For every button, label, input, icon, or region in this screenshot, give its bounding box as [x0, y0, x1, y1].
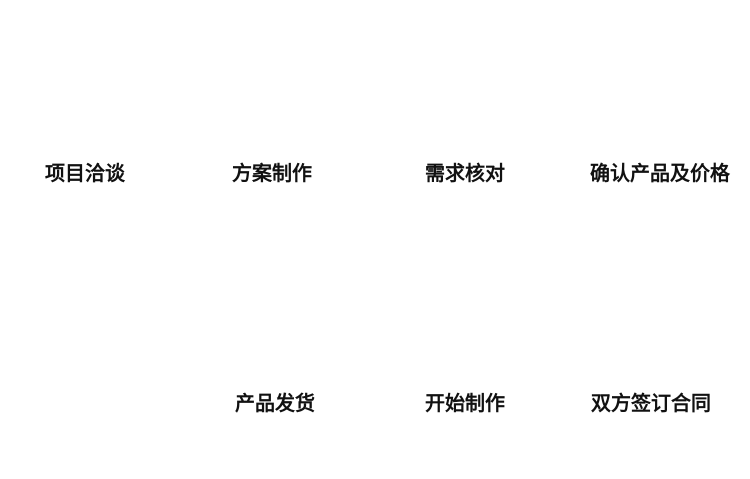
step-label-start-production: 开始制作	[425, 391, 505, 415]
step-label-plan-production: 方案制作	[232, 161, 312, 185]
step-label-confirm-product-price: 确认产品及价格	[590, 161, 730, 185]
step-label-product-shipping: 产品发货	[235, 391, 315, 415]
step-label-requirement-check: 需求核对	[425, 161, 505, 185]
step-label-project-negotiation: 项目洽谈	[45, 161, 125, 185]
step-label-sign-contract: 双方签订合同	[591, 391, 711, 415]
